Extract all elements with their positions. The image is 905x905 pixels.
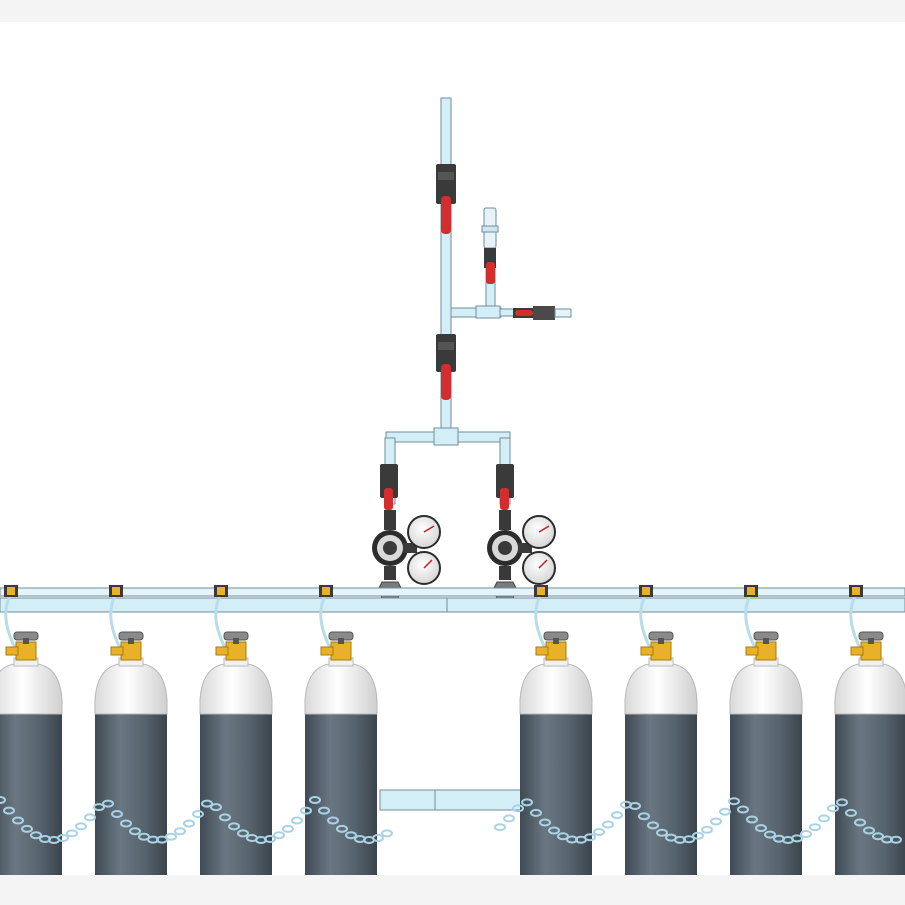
chain-link	[120, 819, 132, 828]
chain-link	[291, 816, 303, 825]
chain-link	[381, 829, 393, 838]
chain-link	[210, 803, 222, 812]
chain-link	[318, 806, 330, 815]
chain-link	[273, 831, 285, 840]
chain-link	[611, 811, 623, 820]
chain-link	[264, 834, 276, 843]
chain-link	[737, 805, 749, 814]
gas-cylinder-icon	[0, 585, 63, 875]
chain-link	[309, 796, 321, 804]
chain-link	[75, 822, 87, 831]
gas-cylinder-icon	[304, 585, 378, 875]
chain-link	[638, 812, 650, 821]
inline-valve-icon	[436, 334, 456, 400]
inline-valve-icon	[436, 164, 456, 234]
chain-link	[327, 816, 339, 825]
chain-link	[557, 832, 569, 841]
chain-link	[683, 835, 695, 844]
gas-cylinder-icon	[94, 585, 168, 875]
chain-link	[701, 825, 713, 834]
chain-link	[494, 823, 506, 832]
regulator-icon	[372, 510, 441, 599]
chain-link	[647, 821, 659, 830]
chain-link	[237, 829, 249, 838]
chain-link	[192, 810, 204, 819]
chain-link	[755, 824, 767, 833]
manifold-header-pipe	[0, 587, 905, 613]
chain-link	[228, 822, 240, 831]
gas-cylinder-icon	[519, 585, 593, 875]
chain-link	[57, 834, 69, 843]
chain-link	[66, 829, 78, 838]
chain-link	[728, 797, 740, 806]
chain-link	[602, 820, 614, 829]
chain-link	[746, 815, 758, 824]
chain-link	[719, 807, 731, 816]
chain-link	[282, 824, 294, 833]
chain-link	[530, 808, 542, 817]
chain-link	[30, 831, 42, 840]
gas-cylinder-icon	[624, 585, 698, 875]
gas-cylinder-icon	[199, 585, 273, 875]
chain-link	[102, 799, 114, 808]
inline-valve-icon	[380, 464, 398, 510]
chain-link	[300, 806, 312, 815]
chain-link	[593, 828, 605, 837]
chain-link	[183, 819, 195, 828]
lower-cross-pipe	[379, 789, 526, 811]
chain-link	[345, 831, 357, 840]
gas-cylinder-icon	[729, 585, 803, 875]
chain-link	[111, 810, 123, 819]
chain-link	[21, 824, 33, 833]
cylinder-bank	[0, 585, 905, 875]
chain-link	[890, 835, 902, 844]
chain-link	[0, 796, 6, 804]
chain-link	[548, 826, 560, 835]
chain-link	[845, 808, 857, 817]
chain-link	[521, 798, 533, 807]
inline-valve-icon	[496, 464, 514, 510]
chain-link	[584, 833, 596, 842]
chain-link	[201, 799, 213, 808]
chain-link	[84, 813, 96, 822]
chain-link	[372, 834, 384, 843]
chain-link	[336, 824, 348, 833]
chain-link	[629, 801, 641, 810]
chain-link	[827, 804, 839, 813]
chain-link	[503, 814, 515, 823]
chain-link	[836, 798, 848, 807]
hose-barb-outlet-icon	[513, 306, 572, 320]
pressure-relief-valve-icon	[481, 207, 499, 284]
chain-link	[710, 817, 722, 826]
chain-link	[764, 830, 776, 839]
chain-link	[872, 832, 884, 841]
gas-cylinder-icon	[834, 585, 905, 875]
chain-link	[809, 823, 821, 832]
chain-link	[174, 827, 186, 836]
chain-link	[12, 816, 24, 825]
chain-link	[800, 830, 812, 839]
chain-link	[863, 826, 875, 835]
chain-link	[165, 832, 177, 841]
chain-link	[129, 827, 141, 836]
chain-restraint	[0, 796, 902, 844]
chain-link	[692, 831, 704, 840]
chain-link	[854, 818, 866, 827]
chain-link	[3, 806, 15, 815]
chain-link	[791, 834, 803, 843]
chain-link	[219, 813, 231, 822]
chain-link	[539, 818, 551, 827]
chain-link	[93, 803, 105, 812]
chain-link	[512, 804, 524, 813]
chain-link	[818, 814, 830, 823]
chain-link	[656, 828, 668, 837]
